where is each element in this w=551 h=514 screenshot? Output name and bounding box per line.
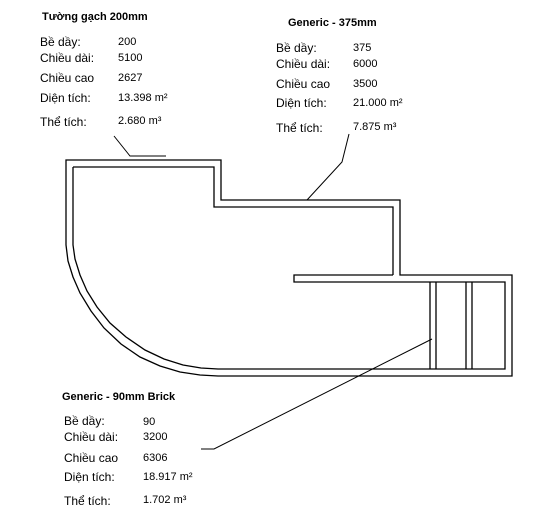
leader-line-generic-375 <box>306 133 350 201</box>
thickness-label: Bề dầy: <box>276 41 317 55</box>
volume-value: 1.702 m³ <box>143 494 187 506</box>
area-label: Diện tích: <box>64 470 115 484</box>
area-label: Diện tích: <box>276 96 327 110</box>
leader-line-tuong-gach <box>113 135 166 157</box>
thickness-label: Bề dầy: <box>40 35 81 49</box>
volume-value: 2.680 m³ <box>118 115 162 127</box>
partition-wall-1 <box>429 282 437 369</box>
area-value: 21.000 m² <box>353 97 403 109</box>
area-value: 18.917 m² <box>143 471 193 483</box>
height-value: 2627 <box>118 72 143 84</box>
height-label: Chiều cao <box>64 451 119 465</box>
wall-outline-outer <box>65 159 513 377</box>
length-value: 3200 <box>143 431 168 443</box>
length-label: Chiều dài: <box>64 430 119 444</box>
wall-tag-title: Generic - 375mm <box>288 17 377 29</box>
volume-label: Thể tích: <box>64 494 111 508</box>
leader-line-generic-90 <box>201 338 433 450</box>
partition-wall-2 <box>465 282 473 369</box>
height-label: Chiều cao <box>40 71 95 85</box>
wall-outline-inner <box>73 166 394 275</box>
length-label: Chiều dài: <box>40 51 95 65</box>
thickness-label: Bề dầy: <box>64 414 105 428</box>
thickness-value: 90 <box>143 416 156 428</box>
height-label: Chiều cao <box>276 77 331 91</box>
wall-tag-title: Generic - 90mm Brick <box>62 391 176 403</box>
thickness-value: 200 <box>118 36 137 48</box>
length-label: Chiều dài: <box>276 57 331 71</box>
length-value: 5100 <box>118 52 143 64</box>
wall-tag-title: Tường gạch 200mm <box>42 11 148 23</box>
height-value: 3500 <box>353 78 378 90</box>
height-value: 6306 <box>143 452 168 464</box>
thickness-value: 375 <box>353 42 372 54</box>
volume-value: 7.875 m³ <box>353 121 397 133</box>
length-value: 6000 <box>353 58 378 70</box>
volume-label: Thể tích: <box>276 121 323 135</box>
area-value: 13.398 m² <box>118 92 168 104</box>
volume-label: Thể tích: <box>40 115 87 129</box>
wall-outline-inner-curve <box>72 167 506 370</box>
area-label: Diện tích: <box>40 91 91 105</box>
